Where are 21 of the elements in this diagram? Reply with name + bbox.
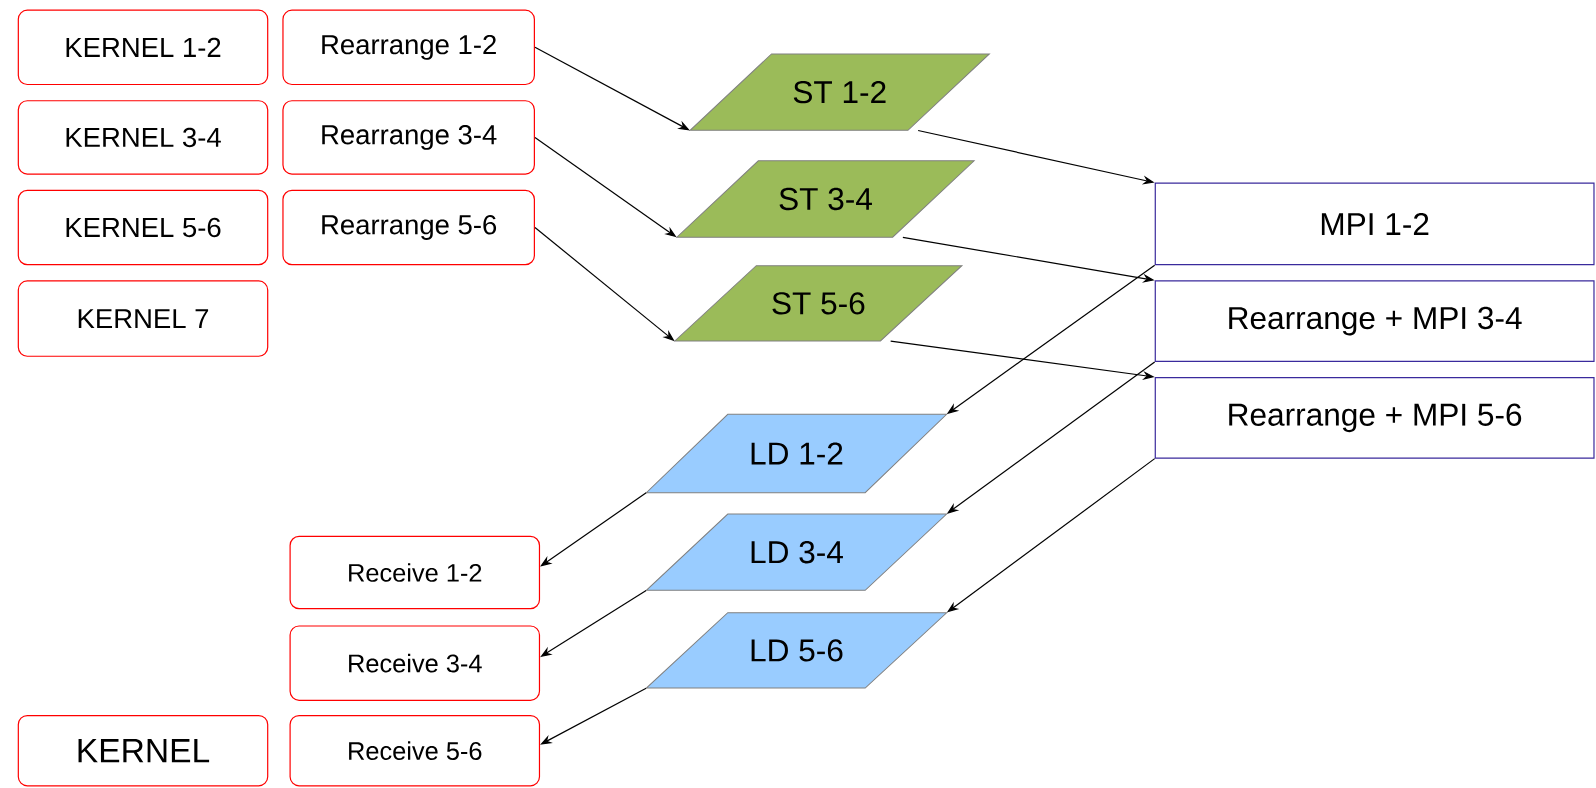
task-box: Receive 5-6 (289, 714, 541, 787)
task-box: Rearrange 1-2 (282, 9, 535, 86)
task-box: Receive 1-2 (289, 535, 541, 610)
task-box: Rearrange 5-6 (282, 189, 535, 266)
process-box: MPI 1-2 (1154, 182, 1595, 266)
store-parallelogram: ST 5-6 (674, 265, 963, 342)
load-parallelogram: LD 3-4 (645, 513, 948, 591)
store-parallelogram: ST 3-4 (676, 160, 975, 238)
task-box: Receive 3-4 (289, 625, 541, 701)
process-box: Rearrange + MPI 5-6 (1154, 377, 1595, 459)
task-box: KERNEL 7 (17, 280, 269, 357)
arrow (540, 492, 647, 567)
store-parallelogram: ST 1-2 (689, 53, 990, 131)
load-parallelogram: LD 1-2 (645, 413, 948, 494)
task-box: KERNEL 1-2 (17, 9, 269, 86)
task-box: KERNEL (17, 714, 269, 787)
process-box: Rearrange + MPI 3-4 (1154, 280, 1595, 362)
task-box: Rearrange 3-4 (282, 100, 535, 175)
task-box: KERNEL 3-4 (17, 100, 269, 175)
load-parallelogram: LD 5-6 (645, 612, 948, 689)
task-box: KERNEL 5-6 (17, 189, 269, 266)
